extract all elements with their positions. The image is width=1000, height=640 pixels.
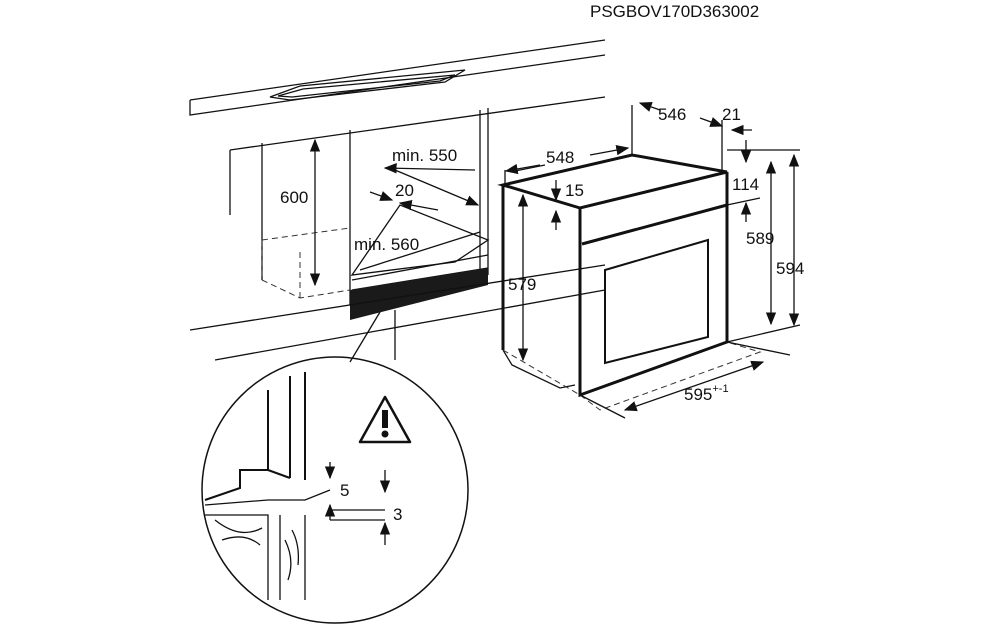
warning-triangle-icon: [358, 395, 412, 444]
oven-drawing: [497, 101, 801, 419]
cabinet-min-depth-label: min. 550: [392, 146, 457, 165]
panel-height-label: 114: [732, 175, 759, 194]
cabinet-gap-label: 20: [395, 181, 414, 200]
product-code: PSGBOV170D363002: [590, 2, 759, 21]
total-height-label: 594: [776, 259, 804, 278]
inner-height-label: 589: [746, 229, 774, 248]
gap-bottom-label: 3: [393, 505, 402, 524]
cabinet-height-label: 600: [280, 188, 308, 207]
body-height-label: 579: [508, 275, 536, 294]
width-label: 595+-1: [684, 383, 729, 404]
cabinet-min-width-label: min. 560: [354, 235, 419, 254]
detail-callout: [201, 310, 469, 624]
panel-thickness-label: 21: [722, 105, 741, 124]
oven-total-depth-label: 548: [546, 148, 574, 167]
cabinet-drawing: [189, 39, 606, 361]
top-offset-label: 15: [565, 181, 584, 200]
oven-body-depth-label: 546: [658, 105, 686, 124]
gap-top-label: 5: [340, 481, 349, 500]
